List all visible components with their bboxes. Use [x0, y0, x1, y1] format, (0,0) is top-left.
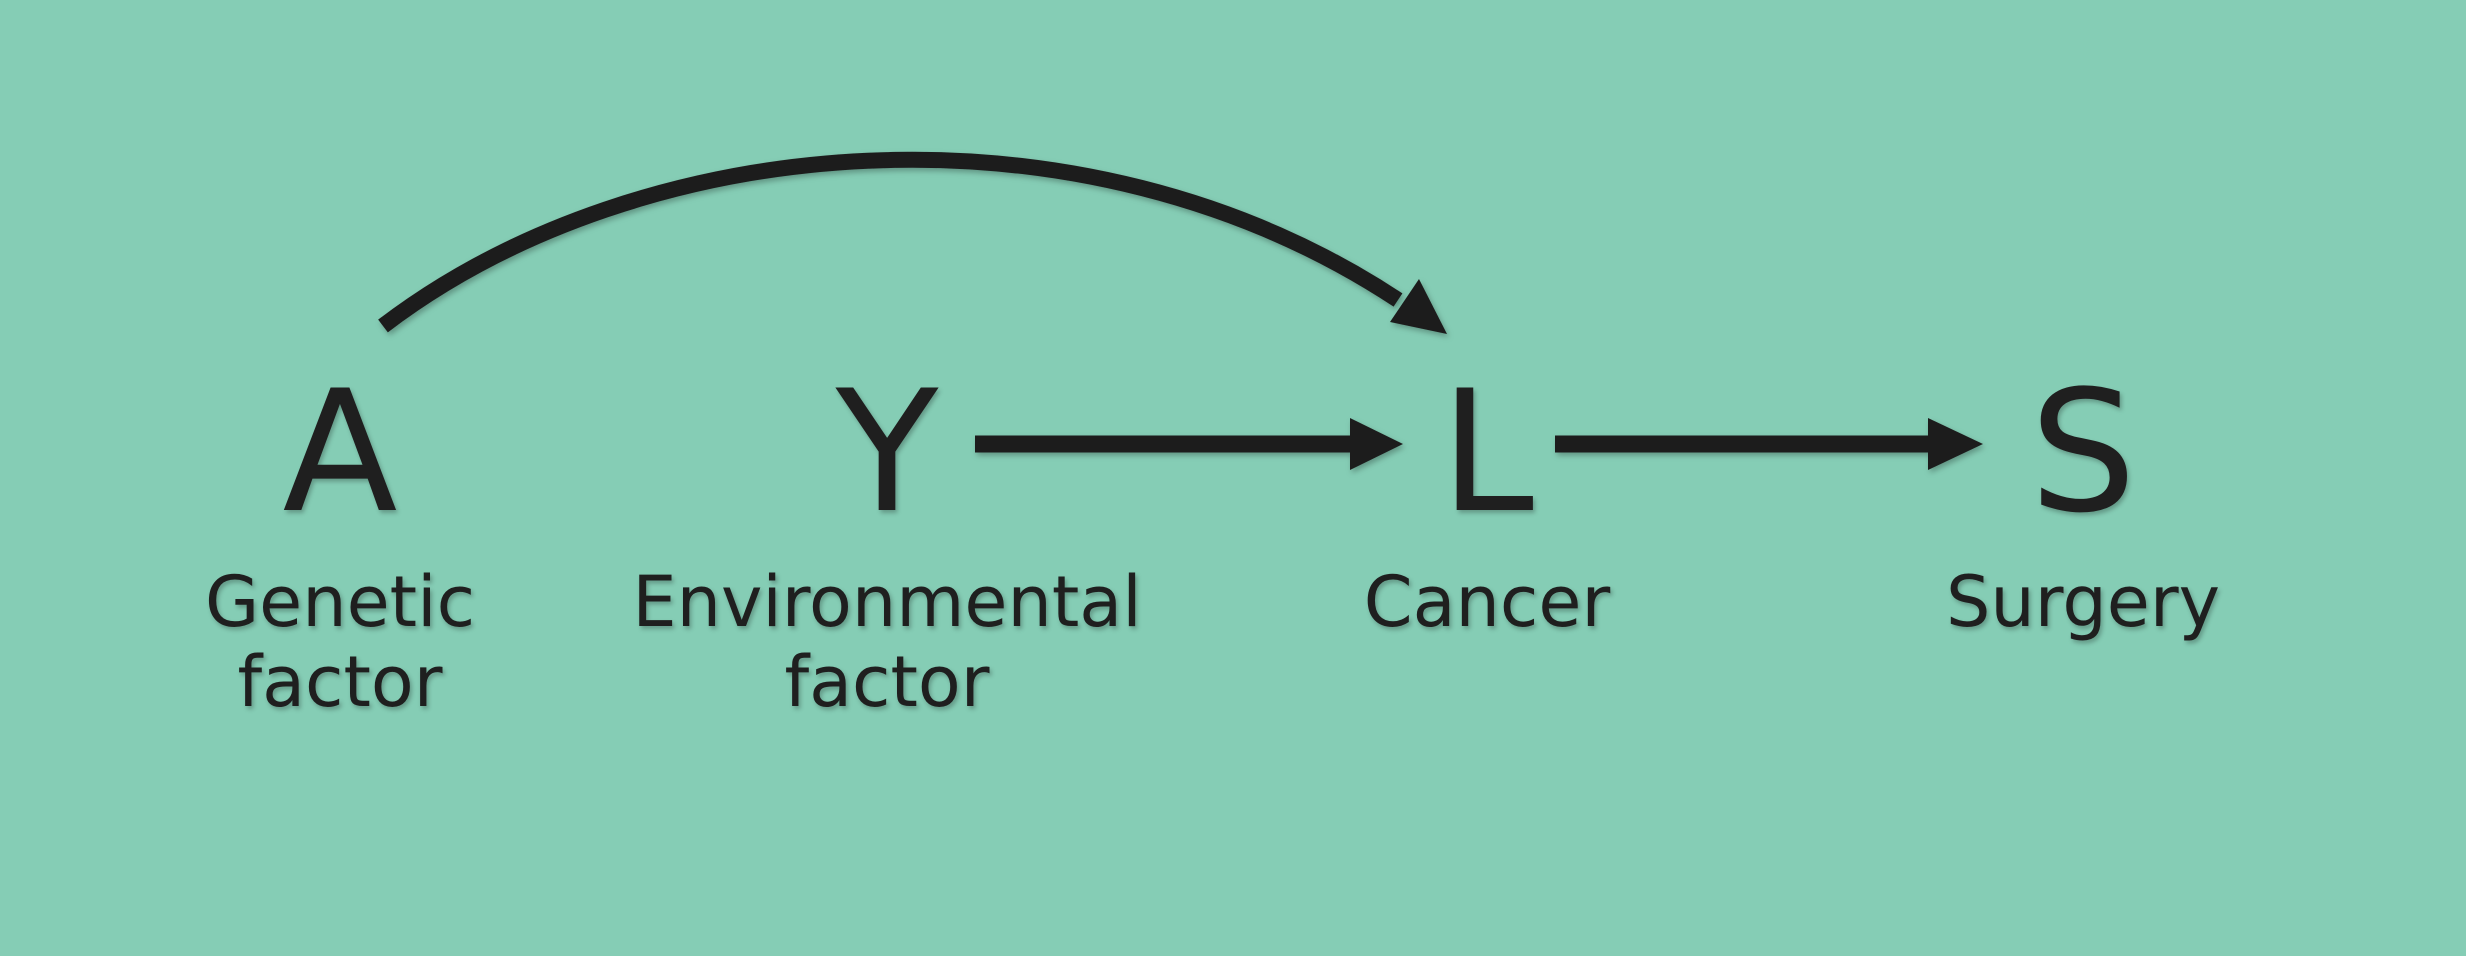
- node-l-caption-line-1: Cancer: [1363, 561, 1611, 643]
- node-s-caption-line-1: Surgery: [1945, 561, 2221, 643]
- node-s-caption: Surgery: [1783, 562, 2383, 642]
- node-l-letter: L: [1440, 354, 1534, 550]
- node-l: L Cancer: [1187, 368, 1787, 642]
- edge-a-to-l-arrowhead: [1390, 279, 1447, 334]
- node-y-letter: Y: [835, 354, 939, 550]
- node-l-caption: Cancer: [1187, 562, 1787, 642]
- node-a-caption-line-1: Genetic: [204, 561, 476, 643]
- edge-a-to-l: [378, 151, 1403, 333]
- node-y-caption: Environmental factor: [587, 562, 1187, 722]
- node-y-caption-line-2: factor: [784, 641, 990, 723]
- node-a-letter: A: [282, 354, 398, 550]
- node-s-letter: S: [2029, 354, 2137, 550]
- edge-l-to-s-arrowhead: [1928, 418, 1983, 470]
- node-y: Y Environmental factor: [587, 368, 1187, 722]
- node-a-caption-line-2: factor: [237, 641, 443, 723]
- node-a: A Genetic factor: [40, 368, 640, 722]
- node-s: S Surgery: [1783, 368, 2383, 642]
- node-y-caption-line-1: Environmental: [632, 561, 1142, 643]
- node-a-caption: Genetic factor: [40, 562, 640, 722]
- edge-y-to-l-arrowhead: [1350, 418, 1403, 470]
